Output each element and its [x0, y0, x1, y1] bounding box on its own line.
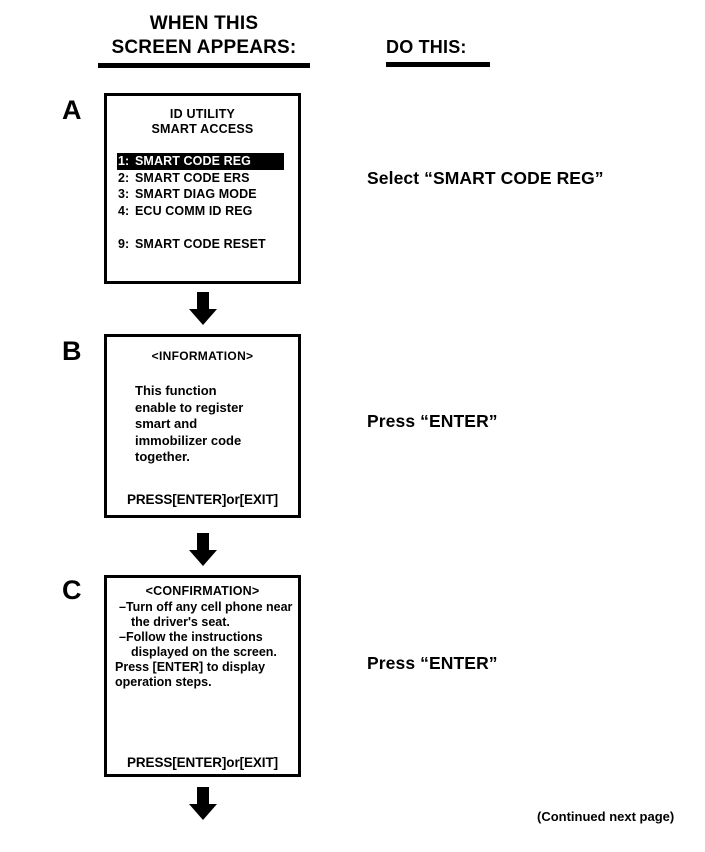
menu-spacer — [118, 219, 298, 236]
column-header-do-this: DO THIS: — [386, 36, 490, 67]
screen-c-bullet-2: –Follow the instructions displayed on th… — [119, 630, 277, 659]
screen-c-bullet-list: –Turn off any cell phone near the driver… — [107, 600, 298, 660]
column-header-right-underline — [386, 62, 490, 67]
menu-item-number: 4: — [118, 203, 130, 218]
menu-item-number: 2: — [118, 170, 130, 185]
step-letter-c: C — [62, 575, 82, 605]
screen-c-title: <CONFIRMATION> — [145, 584, 260, 598]
screen-c-bullet-1: –Turn off any cell phone near the driver… — [119, 600, 293, 629]
menu-item-smart-code-reg[interactable]: 1: SMART CODE REG — [117, 153, 284, 170]
column-header-left-underline — [98, 63, 310, 68]
screen-b-body-line2: enable to register — [135, 399, 244, 415]
screen-b-title: <INFORMATION> — [151, 349, 254, 363]
column-header-when-this-screen-appears: WHEN THIS SCREEN APPEARS: — [98, 12, 310, 68]
menu-item-number: 1: — [118, 154, 130, 168]
action-text-step-a: Select “SMART CODE REG” — [367, 168, 604, 188]
column-header-right-label: DO THIS: — [386, 37, 467, 57]
continued-next-page-note: (Continued next page) — [537, 809, 675, 824]
menu-item-number: 9: — [118, 237, 130, 251]
screen-a-title: ID UTILITY SMART ACCESS — [107, 96, 298, 137]
action-text-step-b: Press “ENTER” — [367, 411, 498, 431]
action-text-step-c: Press “ENTER” — [367, 653, 498, 673]
screen-a-menu-list: 1: SMART CODE REG 2: SMART CODE ERS 3: SMAR… — [107, 153, 298, 253]
screen-b-footer-prompt: PRESS[ENTER]or[EXIT] — [126, 492, 278, 507]
column-header-left-line1: WHEN THIS — [149, 13, 259, 34]
menu-item-smart-code-reset[interactable]: 9: SMART CODE RESET — [118, 236, 298, 253]
menu-item-label: SMART CODE ERS — [135, 170, 250, 185]
screen-a-title-line2: SMART ACCESS — [151, 122, 254, 136]
arrow-down-icon — [188, 533, 218, 567]
step-letter-a: A — [62, 95, 82, 125]
menu-item-label: SMART CODE RESET — [135, 237, 266, 251]
arrow-down-icon — [188, 292, 218, 326]
screen-b-body: This function enable to register smart a… — [107, 383, 298, 466]
screen-a-title-line1: ID UTILITY — [169, 107, 236, 121]
step-letter-b: B — [62, 336, 82, 366]
screen-b-body-line4: immobilizer code — [135, 432, 242, 448]
menu-item-label: SMART DIAG MODE — [135, 187, 257, 201]
screen-c-confirmation: <CONFIRMATION> –Turn off any cell phone … — [104, 575, 301, 777]
arrow-down-icon — [188, 787, 218, 821]
screen-b-information: <INFORMATION> This function enable to re… — [104, 334, 301, 518]
screen-b-body-line1: This function — [135, 383, 217, 398]
screen-c-footer-prompt: PRESS[ENTER]or[EXIT] — [126, 755, 278, 770]
menu-item-ecu-comm-id-reg[interactable]: 4: ECU COMM ID REG — [118, 203, 298, 220]
menu-item-number: 3: — [118, 187, 130, 201]
screen-c-note: Press [ENTER] to display operation steps… — [115, 660, 266, 689]
menu-item-smart-diag-mode[interactable]: 3: SMART DIAG MODE — [118, 186, 298, 203]
screen-b-body-line5: together. — [135, 449, 190, 464]
screen-a-smart-access-menu: ID UTILITY SMART ACCESS 1: SMART CODE REG… — [104, 93, 301, 284]
menu-item-label: SMART CODE REG — [135, 154, 251, 168]
menu-item-label: ECU COMM ID REG — [135, 203, 253, 218]
column-header-left-line2: SCREEN APPEARS: — [111, 37, 297, 58]
screen-b-body-line3: smart and — [135, 416, 198, 431]
menu-item-smart-code-ers[interactable]: 2: SMART CODE ERS — [118, 170, 298, 187]
